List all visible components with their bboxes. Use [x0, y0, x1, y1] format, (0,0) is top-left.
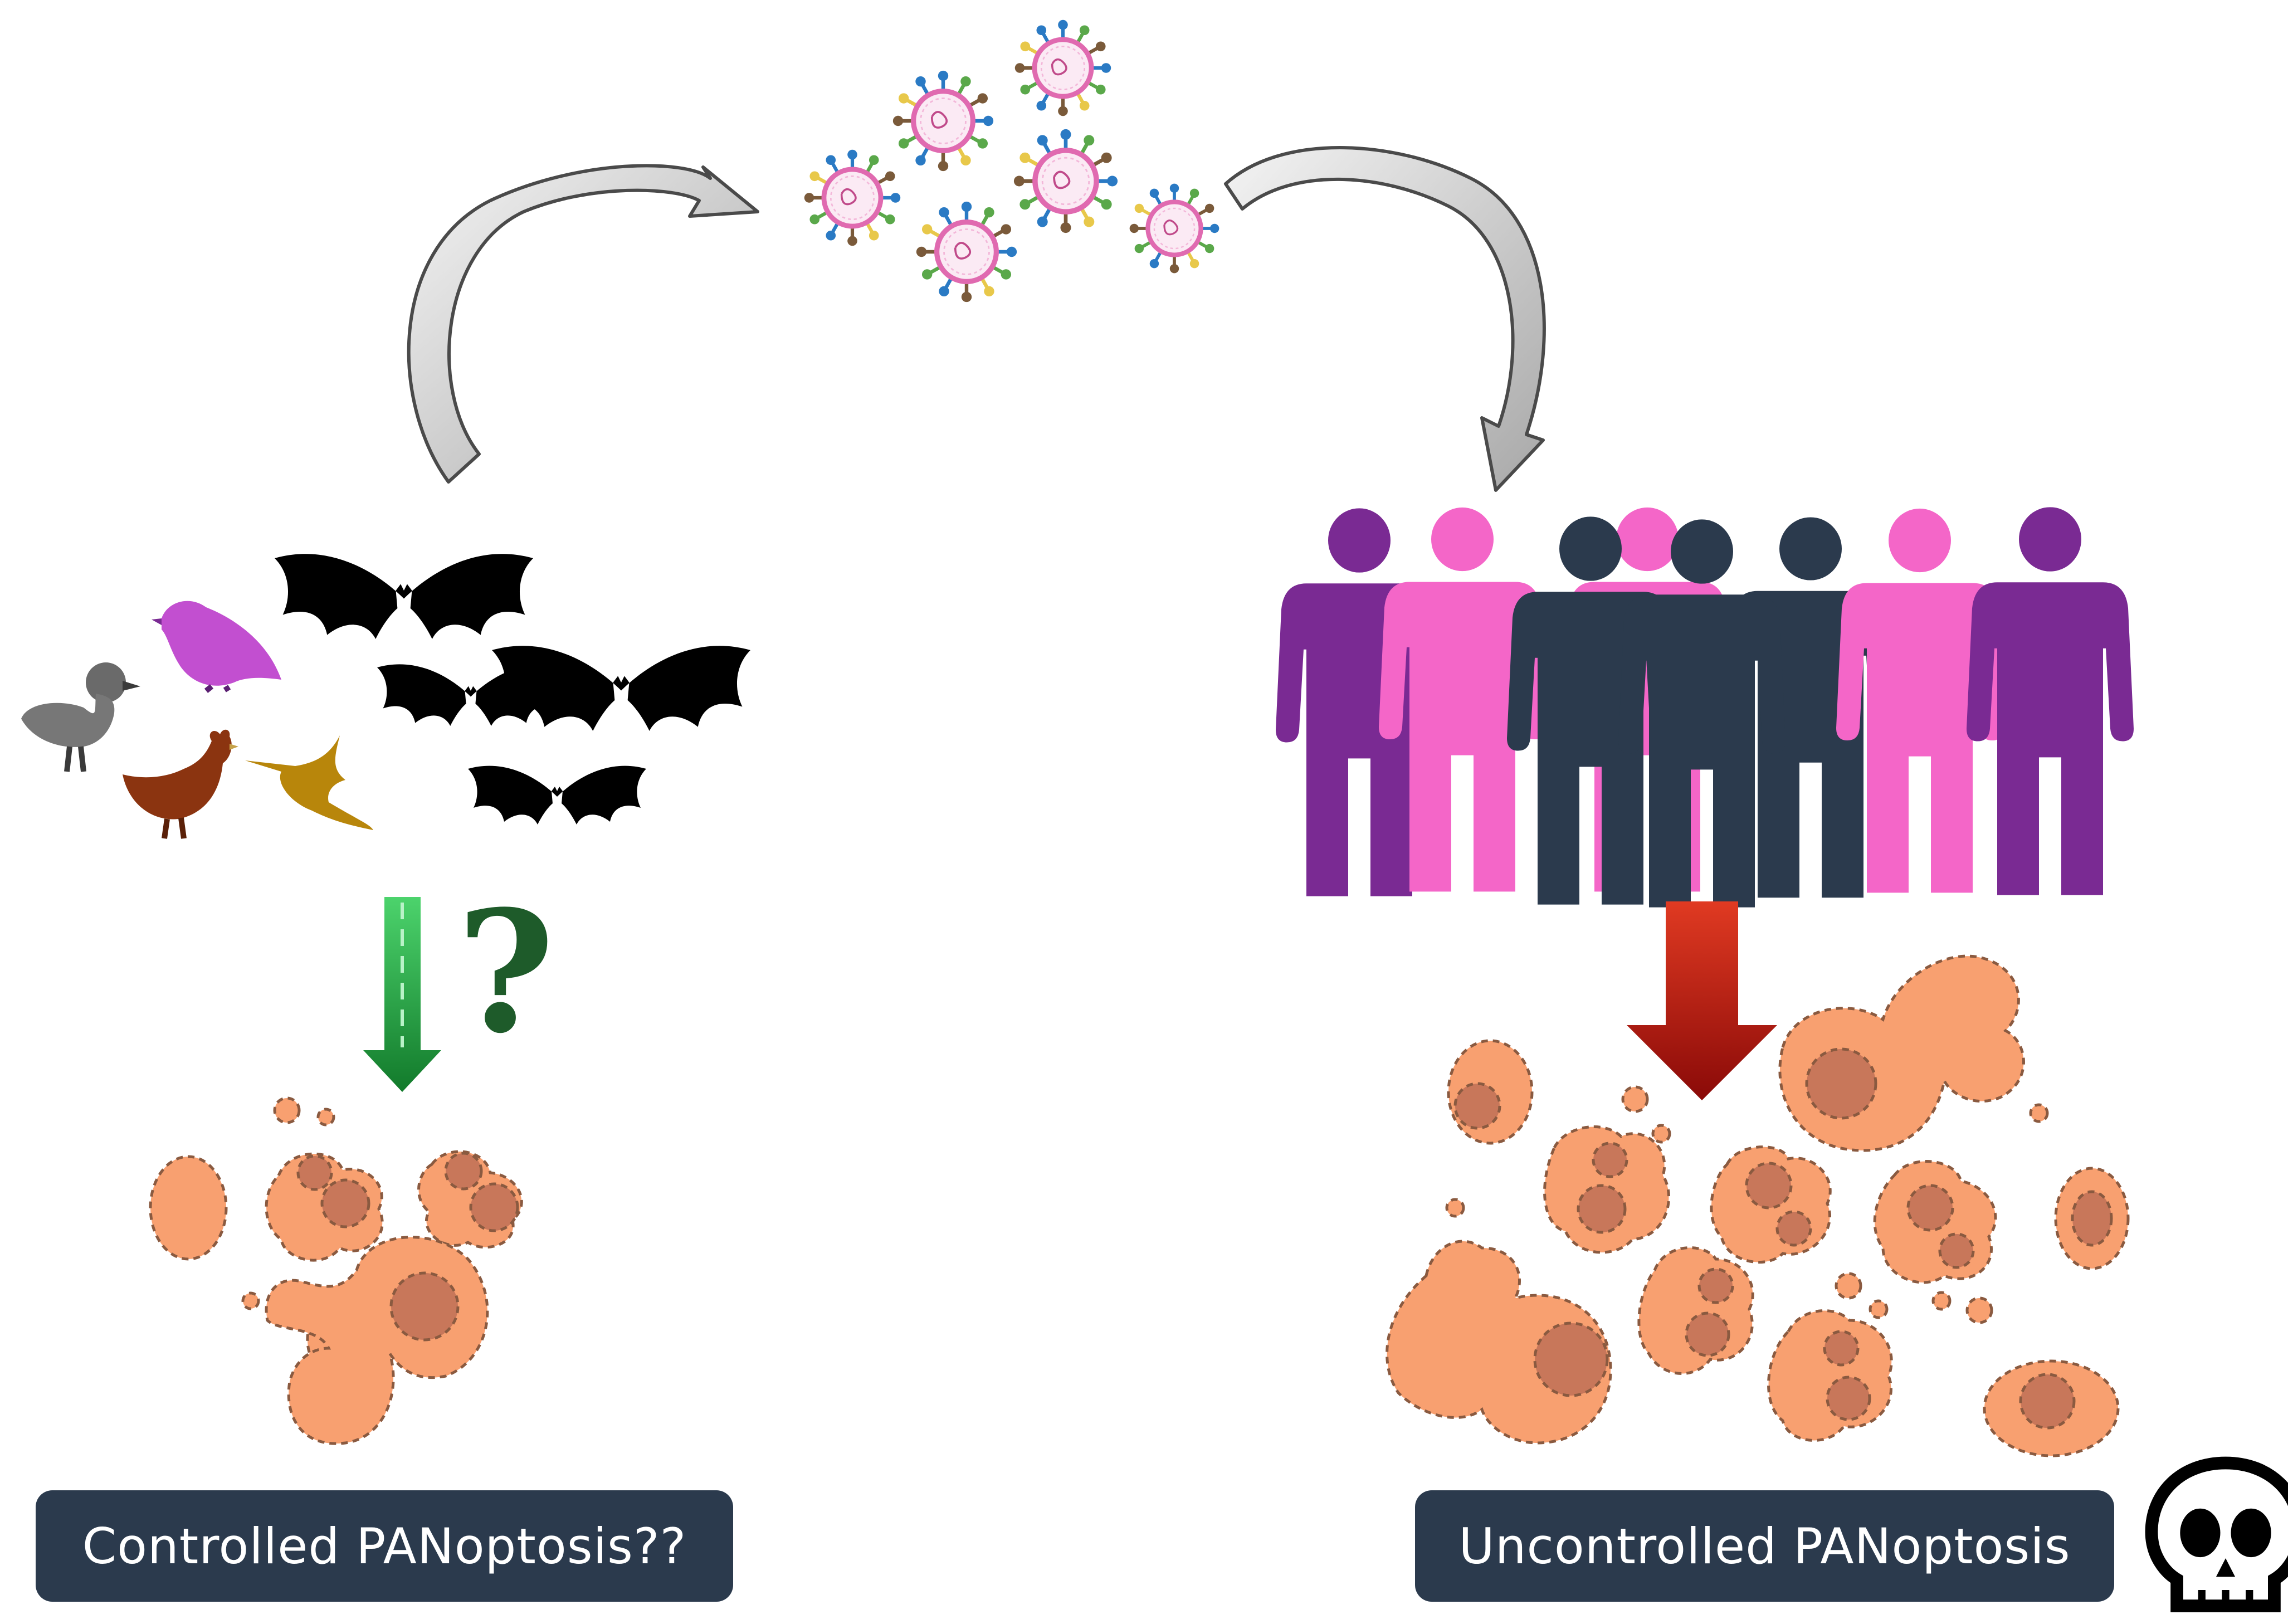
skull-icon: [2152, 1463, 2288, 1606]
cell-cluster-left: [149, 1096, 523, 1445]
arrow-virus-to-humans: [1224, 146, 1546, 492]
virus-cluster: [804, 20, 1219, 302]
uncontrolled-panoptosis-label: Uncontrolled PANoptosis: [1415, 1490, 2114, 1602]
bat-icon: [468, 765, 646, 825]
duck-icon: [21, 662, 140, 772]
virus-icon: [1015, 20, 1111, 116]
virus-icon: [893, 71, 993, 171]
chicken-icon: [123, 729, 238, 839]
virus-icon: [1014, 129, 1118, 233]
question-mark: ?: [457, 874, 555, 1070]
controlled-panoptosis-label: Controlled PANoptosis??: [36, 1490, 733, 1602]
reservoir-animals: [21, 554, 750, 839]
red-down-arrow: [1627, 901, 1777, 1100]
cell-cluster-right: [1386, 954, 2130, 1457]
hummingbird-icon: [245, 735, 373, 830]
arrow-animals-to-virus: [407, 164, 759, 484]
bat-icon: [275, 554, 533, 639]
green-down-arrow: [363, 897, 441, 1092]
bird-icon: [152, 601, 281, 693]
virus-icon: [916, 202, 1017, 302]
people-group-icon: [1276, 507, 2134, 908]
bat-icon: [492, 646, 750, 731]
virus-icon: [804, 150, 900, 246]
virus-icon: [1130, 184, 1219, 274]
